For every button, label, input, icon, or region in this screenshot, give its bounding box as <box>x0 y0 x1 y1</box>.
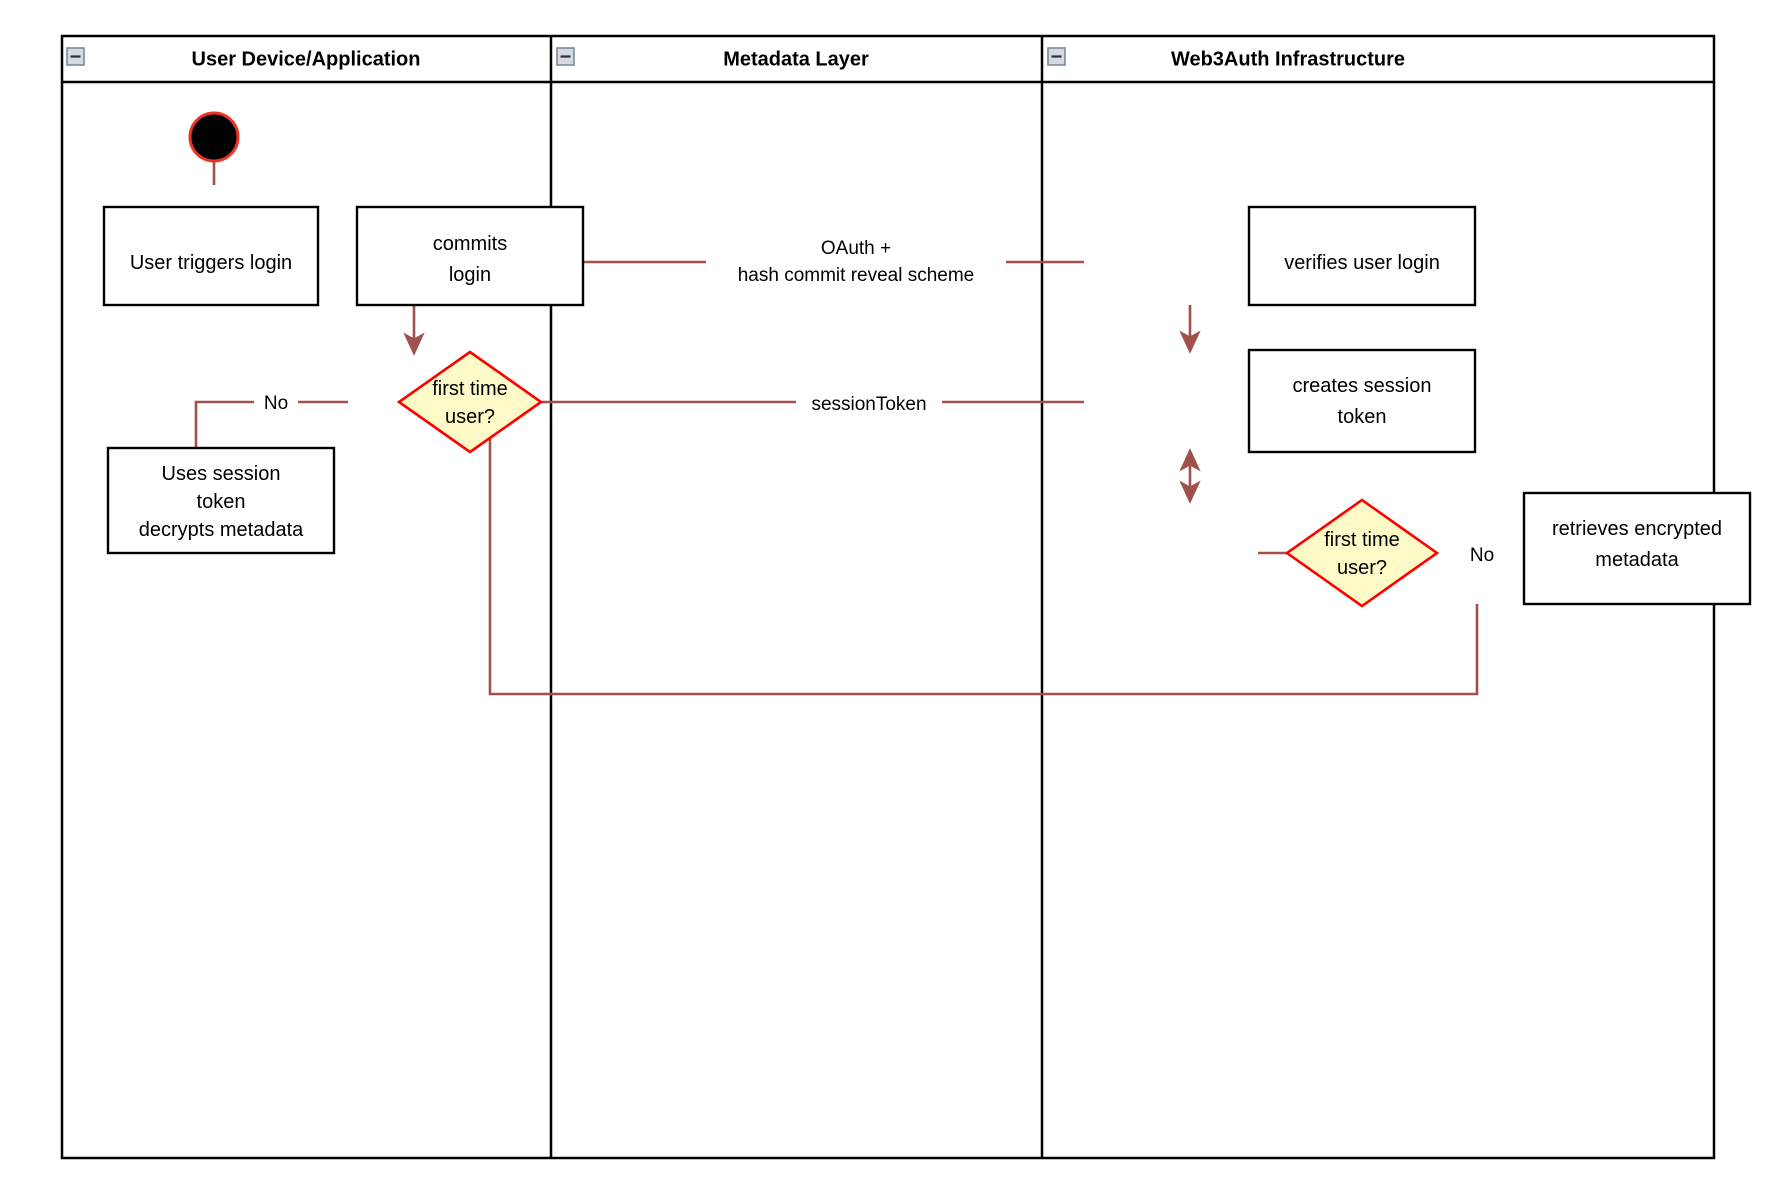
edge-label-oauth: OAuth + hash commit reveal scheme <box>706 228 1006 288</box>
svg-text:decrypts metadata: decrypts metadata <box>139 519 304 541</box>
node-verifies-user-login[interactable]: verifies user login <box>1247 205 1477 307</box>
svg-text:first time: first time <box>1324 529 1400 551</box>
collapse-minus-icon[interactable] <box>556 47 575 66</box>
collapse-minus-icon[interactable] <box>66 47 85 66</box>
node-uses-session-token[interactable]: Uses session token decrypts metadata <box>106 446 336 555</box>
svg-text:Uses session: Uses session <box>162 463 281 485</box>
svg-text:metadata: metadata <box>1595 549 1679 571</box>
edge-label-no-web3auth: No <box>1460 541 1504 568</box>
node-commits-login[interactable]: commits login <box>355 205 585 307</box>
swimlane-frame <box>60 34 1716 1160</box>
svg-text:user?: user? <box>445 406 495 428</box>
svg-text:verifies user login: verifies user login <box>1284 252 1440 274</box>
svg-text:hash commit reveal scheme: hash commit reveal scheme <box>738 265 975 286</box>
edge-label-no-user: No <box>254 389 298 416</box>
edge-label-session-token: sessionToken <box>796 390 942 418</box>
lane-header-user[interactable]: User Device/Application <box>66 47 421 70</box>
collapse-minus-icon[interactable] <box>1047 47 1066 66</box>
svg-text:retrieves encrypted: retrieves encrypted <box>1552 518 1722 540</box>
lane-title-metadata: Metadata Layer <box>723 48 869 70</box>
svg-text:No: No <box>1470 545 1494 566</box>
lane-header-web3auth[interactable]: Web3Auth Infrastructure <box>1047 47 1405 70</box>
svg-text:user?: user? <box>1337 557 1387 579</box>
svg-text:first time: first time <box>432 378 508 400</box>
node-user-triggers-login[interactable]: User triggers login <box>102 205 320 307</box>
node-start[interactable] <box>188 111 240 163</box>
node-creates-session-token[interactable]: creates session token <box>1247 348 1477 454</box>
swimlane-outer-border <box>60 34 1716 1160</box>
svg-text:sessionToken: sessionToken <box>811 394 926 415</box>
edge-labels: OAuth + hash commit reveal scheme sessio… <box>254 228 1504 568</box>
lane-title-web3auth: Web3Auth Infrastructure <box>1171 48 1405 70</box>
node-retrieves-encrypted-metadata[interactable]: retrieves encrypted metadata <box>1522 491 1752 606</box>
svg-text:token: token <box>197 491 246 513</box>
svg-text:token: token <box>1338 406 1387 428</box>
svg-text:No: No <box>264 393 288 414</box>
node-decision-first-time-user-web3auth[interactable]: first time user? <box>1284 498 1440 608</box>
svg-text:creates session: creates session <box>1293 375 1432 397</box>
node-decision-first-time-user-device[interactable]: first time user? <box>396 350 544 454</box>
svg-text:OAuth +: OAuth + <box>821 238 891 259</box>
lane-header-metadata[interactable]: Metadata Layer <box>556 47 869 70</box>
svg-text:login: login <box>449 264 491 286</box>
svg-text:User triggers login: User triggers login <box>130 252 292 274</box>
svg-text:commits: commits <box>433 233 507 255</box>
edge-retrieves-to-decision-user <box>479 404 1479 696</box>
initial-node-icon[interactable] <box>188 111 240 163</box>
lane-title-user: User Device/Application <box>192 48 421 70</box>
